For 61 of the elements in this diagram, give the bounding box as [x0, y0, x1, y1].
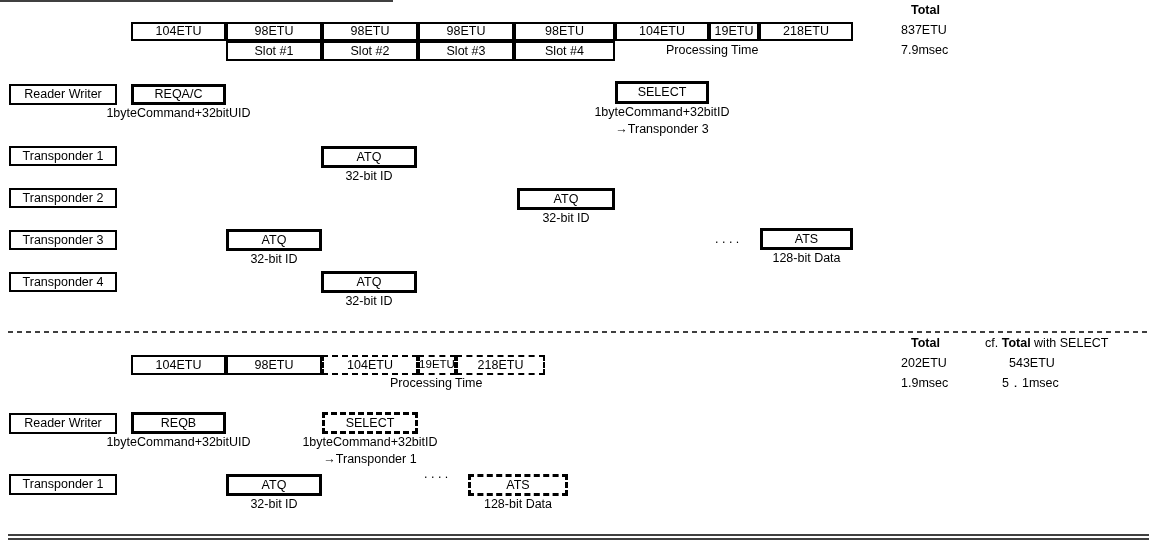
time-cell: 19ETU: [418, 355, 456, 375]
node-label: 128-bit Data: [483, 498, 553, 512]
label: Total: [911, 4, 940, 18]
node-label: 1byteCommand+32bitUID: [106, 107, 251, 121]
time-cell: 104ETU: [322, 355, 418, 375]
label: Processing Time: [666, 44, 759, 58]
node-label: 1byteCommand+32bitID: [594, 106, 730, 120]
message-box: ATS: [468, 474, 568, 496]
label: cf. Total with SELECT: [985, 337, 1109, 351]
node-label: 1byteCommand+32bitUID: [106, 436, 251, 450]
participant-box: Transponder 1: [9, 146, 117, 166]
label: 543ETU: [1009, 357, 1055, 371]
time-cell: 218ETU: [759, 22, 853, 41]
message-box: REQB: [131, 412, 226, 434]
time-cell: 98ETU: [514, 22, 615, 41]
time-cell: 98ETU: [322, 22, 418, 41]
label: . . . .: [715, 233, 740, 247]
time-cell: 218ETU: [456, 355, 545, 375]
label: Total: [911, 337, 940, 351]
message-box: ATQ: [321, 146, 417, 168]
time-cell: Slot #3: [418, 41, 514, 61]
time-cell: Slot #2: [322, 41, 418, 61]
participant-box: Reader Writer: [9, 84, 117, 105]
participant-box: Reader Writer: [9, 413, 117, 434]
label: 7.9msec: [901, 44, 949, 58]
time-cell: 19ETU: [709, 22, 759, 41]
node-label: 32-bit ID: [345, 170, 393, 184]
node-label: 128-bit Data: [772, 252, 841, 266]
time-cell: 98ETU: [418, 22, 514, 41]
node-label: 32-bit ID: [250, 498, 298, 512]
message-box: SELECT: [322, 412, 418, 434]
label: 5．1msec: [1002, 377, 1059, 391]
time-cell: Slot #1: [226, 41, 322, 61]
message-box: ATQ: [226, 229, 322, 251]
label: Processing Time: [390, 377, 483, 391]
participant-box: Transponder 1: [9, 474, 117, 495]
message-box: REQA/C: [131, 84, 226, 105]
time-cell: 98ETU: [226, 355, 322, 375]
node-label: →Transponder 1: [323, 453, 417, 467]
node-label: →Transponder 3: [615, 123, 709, 137]
label: 837ETU: [901, 24, 947, 38]
node-label: 32-bit ID: [250, 253, 298, 267]
time-cell: 98ETU: [226, 22, 322, 41]
node-label: 1byteCommand+32bitID: [302, 436, 438, 450]
time-cell: Slot #4: [514, 41, 615, 61]
participant-box: Transponder 3: [9, 230, 117, 250]
label: . . . .: [424, 468, 449, 482]
time-cell: 104ETU: [131, 22, 226, 41]
message-box: ATS: [760, 228, 853, 250]
label: 1.9msec: [901, 377, 949, 391]
participant-box: Transponder 2: [9, 188, 117, 208]
time-cell: 104ETU: [615, 22, 709, 41]
message-box: SELECT: [615, 81, 709, 104]
participant-box: Transponder 4: [9, 272, 117, 292]
message-box: ATQ: [226, 474, 322, 496]
message-box: ATQ: [321, 271, 417, 293]
label: 202ETU: [901, 357, 947, 371]
time-cell: 104ETU: [131, 355, 226, 375]
node-label: 32-bit ID: [345, 295, 393, 309]
message-box: ATQ: [517, 188, 615, 210]
node-label: 32-bit ID: [542, 212, 590, 226]
